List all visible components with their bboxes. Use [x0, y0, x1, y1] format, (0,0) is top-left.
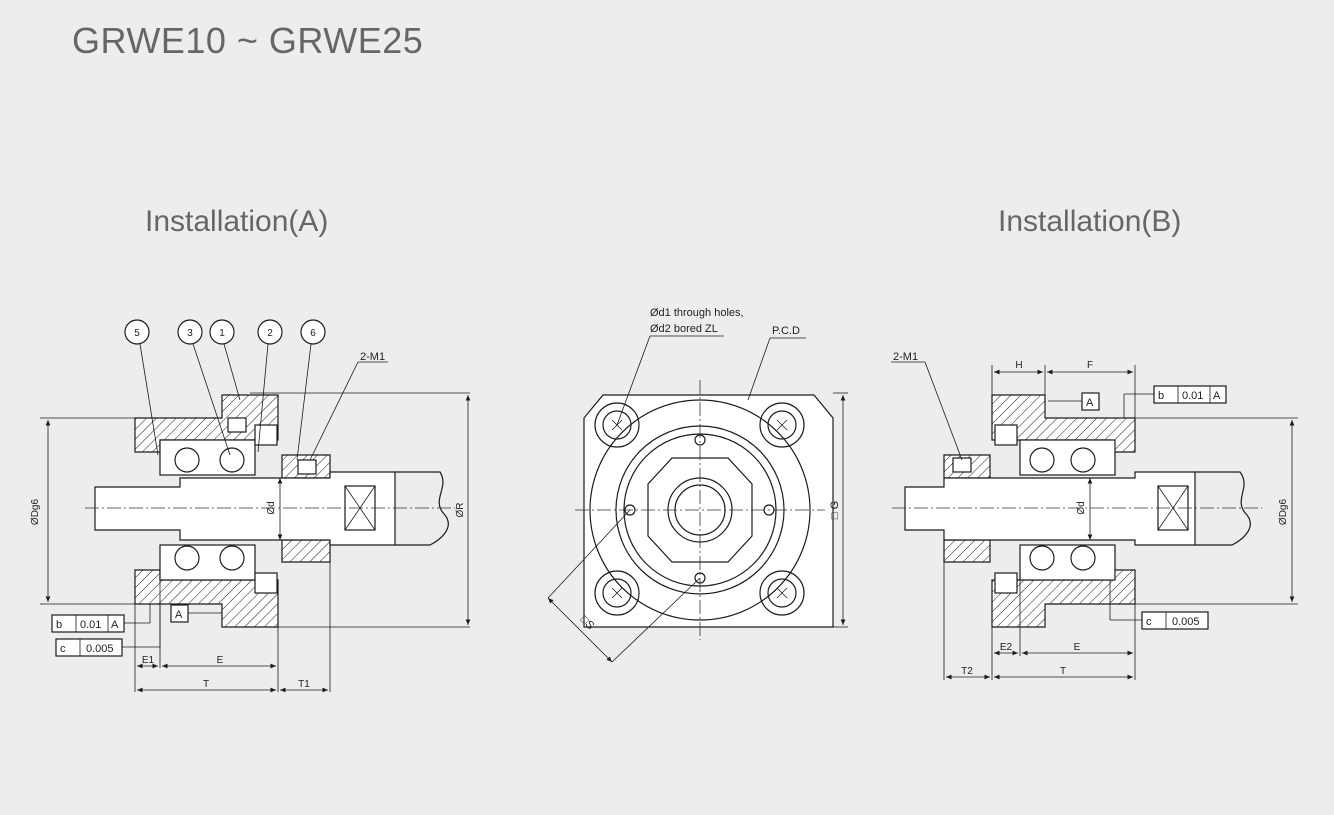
thread-label-a: 2-M1 [360, 351, 385, 363]
dim-t1-a: T1 [298, 679, 310, 690]
svg-text:1: 1 [219, 328, 225, 339]
dim-e1-a: E1 [142, 655, 155, 666]
dim-t-b: T [1060, 666, 1066, 677]
svg-text:3: 3 [187, 328, 193, 339]
svg-text:A: A [1086, 397, 1094, 409]
svg-text:A: A [111, 619, 119, 631]
svg-text:0.01: 0.01 [80, 619, 101, 631]
bolt-hole-bl [594, 570, 640, 616]
svg-text:0.005: 0.005 [1172, 616, 1200, 628]
dim-t-a: T [203, 679, 209, 690]
page-title: GRWE10 ~ GRWE25 [72, 20, 424, 61]
dim-e2-b: E2 [1000, 642, 1013, 653]
balloon-6: 6 [296, 319, 326, 461]
holes-note-line2: Ød2 bored ZL [650, 323, 718, 335]
datum-a-left: A [170, 604, 222, 623]
dim-d-a: Ød [266, 501, 277, 514]
dim-dg6-a: ØDg6 [30, 499, 41, 526]
svg-text:c: c [60, 643, 66, 655]
svg-text:5: 5 [134, 328, 140, 339]
datum-a-right: A [1048, 392, 1100, 411]
dim-dg6-b: ØDg6 [1278, 499, 1289, 526]
tolerance-frame-b-a: b 0.01 A [51, 604, 151, 633]
dim-r-a: ØR [455, 503, 466, 518]
pcd-label: P.C.D [772, 325, 800, 337]
svg-text:0.01: 0.01 [1182, 390, 1203, 402]
svg-text:b: b [56, 619, 62, 631]
dim-e-a: E [217, 655, 224, 666]
balloon-2: 2 [257, 319, 283, 453]
bolt-hole-br [759, 570, 805, 616]
tolerance-frame-c-b: c 0.005 [1109, 580, 1209, 630]
svg-text:0.005: 0.005 [86, 643, 114, 655]
svg-text:b: b [1158, 390, 1164, 402]
svg-text:c: c [1146, 616, 1152, 628]
balloon-3: 3 [177, 319, 231, 456]
installation-b-title: Installation(B) [998, 205, 1182, 238]
installation-a-title: Installation(A) [145, 205, 329, 238]
dim-d-b: Ød [1076, 501, 1087, 514]
dim-g: □ G [829, 501, 841, 519]
balloon-5: 5 [124, 319, 159, 456]
svg-text:A: A [1213, 390, 1221, 402]
dim-f-b: F [1087, 360, 1093, 371]
holes-note-line1: Ød1 through holes, [650, 307, 744, 319]
dim-e-b: E [1074, 642, 1081, 653]
thread-label-b: 2-M1 [893, 351, 918, 363]
svg-text:A: A [175, 609, 183, 621]
dim-t2-b: T2 [961, 666, 973, 677]
front-view: Ød1 through holes, Ød2 bored ZL P.C.D □ … [547, 307, 848, 663]
balloon-1: 1 [209, 319, 241, 401]
bolt-hole-tr [759, 402, 805, 448]
tolerance-frame-b-b: b 0.01 A [1123, 385, 1227, 418]
tolerance-frame-c-a: c 0.005 [55, 604, 161, 657]
installation-a-view: 5 3 1 2 6 2-M1 ØDg6 Ød ØR [30, 319, 471, 693]
svg-text:2: 2 [267, 328, 273, 339]
dim-h-b: H [1015, 360, 1022, 371]
installation-b-view: ØDg6 Ød 2-M1 H F A [891, 351, 1298, 680]
svg-text:6: 6 [310, 328, 316, 339]
